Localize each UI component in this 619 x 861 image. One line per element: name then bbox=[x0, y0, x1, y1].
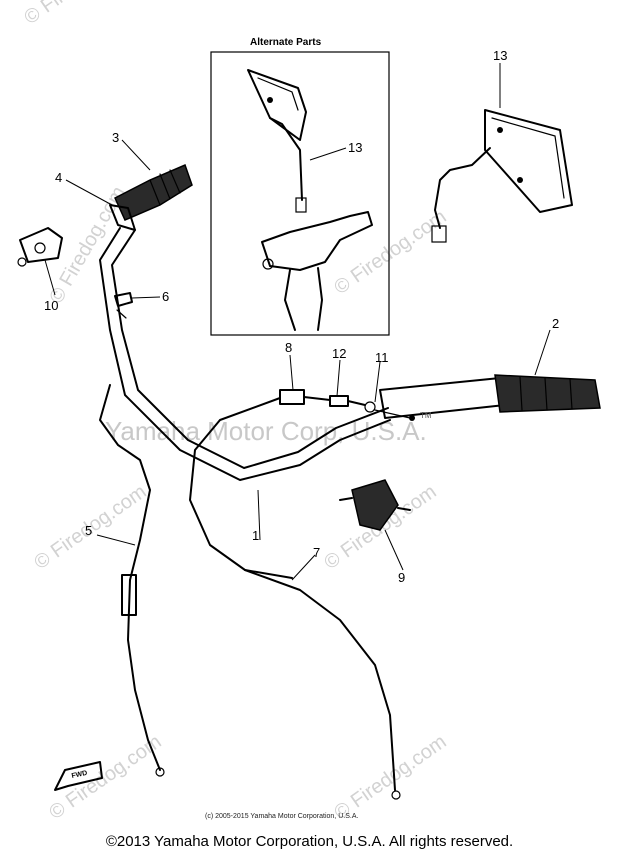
part-label-7: 7 bbox=[313, 545, 320, 560]
inset-mirror bbox=[247, 69, 373, 331]
yamaha-watermark: Yamaha Motor Corp, U.S.A. bbox=[105, 416, 427, 446]
footer-copyright: ©2013 Yamaha Motor Corporation, U.S.A. A… bbox=[105, 833, 514, 850]
firedog-watermark: © Firedog.com bbox=[330, 206, 450, 299]
part-label-11: 11 bbox=[375, 350, 389, 365]
part-label-2: 2 bbox=[552, 316, 559, 331]
left-switch bbox=[17, 227, 63, 267]
forward-arrow-icon: FWD bbox=[54, 761, 103, 791]
right-mirror bbox=[431, 109, 573, 243]
throttle-cable-fittings: TM bbox=[279, 389, 432, 421]
alternate-parts-box bbox=[210, 51, 390, 336]
clutch-cable bbox=[99, 384, 165, 777]
forward-arrow-text: FWD bbox=[71, 770, 88, 780]
firedog-watermark: © Firedog.com bbox=[45, 731, 165, 824]
starter-switch bbox=[339, 479, 411, 531]
part-label-9: 9 bbox=[398, 570, 405, 585]
trademark-text: TM bbox=[420, 411, 432, 420]
handlebar bbox=[99, 227, 391, 481]
part-label-5: 5 bbox=[85, 523, 92, 538]
part-label-10: 10 bbox=[44, 298, 58, 313]
right-grip bbox=[379, 374, 601, 419]
leader-lines bbox=[44, 63, 551, 581]
part-label-13: 13 bbox=[493, 48, 507, 63]
alternate-parts-title: Alternate Parts bbox=[250, 37, 322, 48]
firedog-watermark: © Firedog.com bbox=[20, 0, 140, 29]
small-copyright: (c) 2005-2015 Yamaha Motor Corporation, … bbox=[205, 813, 358, 820]
part-label-1: 1 bbox=[252, 528, 259, 543]
part-label-8: 8 bbox=[285, 340, 292, 355]
part-label-13-inset: 13 bbox=[348, 140, 362, 155]
firedog-watermark: © Firedog.com bbox=[330, 731, 450, 824]
part-label-6: 6 bbox=[162, 289, 169, 304]
throttle-cable bbox=[189, 397, 401, 800]
part-label-4: 4 bbox=[55, 170, 62, 185]
part-labels: 1 2 3 4 5 6 7 8 9 10 11 12 13 13 bbox=[44, 48, 559, 585]
left-grip-assembly bbox=[109, 163, 193, 231]
part-label-12: 12 bbox=[332, 346, 346, 361]
part-label-3: 3 bbox=[112, 130, 119, 145]
